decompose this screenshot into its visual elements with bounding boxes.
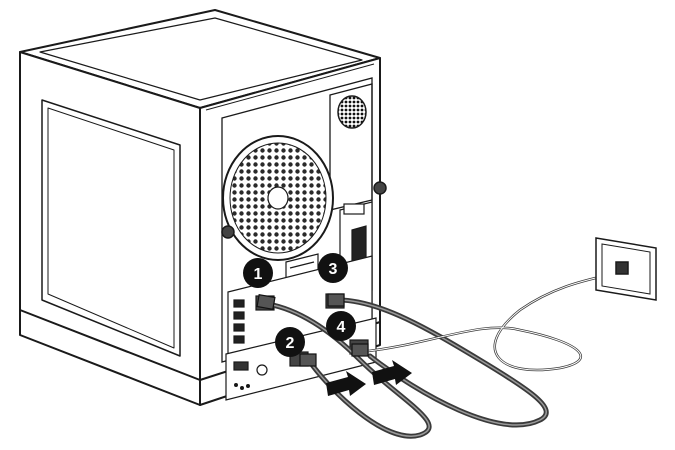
wall-jack-icon [595, 237, 657, 301]
side-panel-window-inner [47, 107, 175, 349]
base-indicator [256, 364, 268, 376]
direction-arrow-upper [372, 360, 412, 385]
psu-fan-outer [337, 95, 367, 129]
callout-4-badge [326, 311, 356, 341]
plug-port-1 [256, 294, 276, 310]
usb-port-2 [233, 311, 245, 320]
psu-fan-icon [337, 95, 367, 129]
callout-2: 2 [275, 327, 305, 357]
plug-port-4 [351, 343, 369, 357]
chassis-back-edge [205, 63, 375, 111]
ethernet-cable-1-2-highlight [267, 303, 430, 437]
ethernet-cables [265, 270, 622, 439]
callout-1-label: 1 [254, 266, 263, 283]
chassis-base-left [19, 309, 201, 406]
direction-arrows [326, 360, 412, 396]
base-dot-2 [240, 386, 245, 391]
callout-1: 1 [243, 258, 273, 288]
ethernet-cable-3-4-highlight [337, 299, 547, 426]
usb-port-3 [233, 323, 245, 332]
plug-port-3 [327, 293, 345, 307]
cable-plugs [256, 293, 369, 367]
direction-arrow-lower [326, 371, 366, 396]
wall-jack-plate-inner [601, 243, 651, 295]
fan-grille-icon [222, 135, 334, 261]
thumbscrew-right [373, 181, 387, 195]
callout-1-badge [243, 258, 273, 288]
fan-grille-hub [267, 186, 289, 210]
callout-4-label: 4 [337, 319, 346, 336]
thumbscrew-icons [221, 181, 387, 239]
callout-3-badge [318, 253, 348, 283]
callout-4: 4 [326, 311, 356, 341]
plug-port-2 [299, 353, 317, 367]
callout-2-label: 2 [286, 335, 295, 352]
io-connector-pins [289, 261, 315, 269]
chassis-top-inset [39, 17, 363, 101]
side-panel-window [41, 99, 181, 357]
base-dot-3 [246, 384, 251, 389]
callout-2-badge [275, 327, 305, 357]
expansion-slot-clip [343, 203, 365, 215]
ethernet-cable-wall-highlight [359, 271, 621, 371]
usb-port-4 [233, 335, 245, 344]
callout-3-label: 3 [329, 261, 338, 278]
wall-jack-socket [615, 261, 629, 275]
psu-bay-outline [329, 83, 373, 211]
base-port-1 [233, 361, 249, 371]
usb-port-1 [233, 299, 245, 308]
thumbscrew-left [221, 225, 235, 239]
callout-3: 3 [318, 253, 348, 283]
base-dot-1 [234, 383, 239, 388]
